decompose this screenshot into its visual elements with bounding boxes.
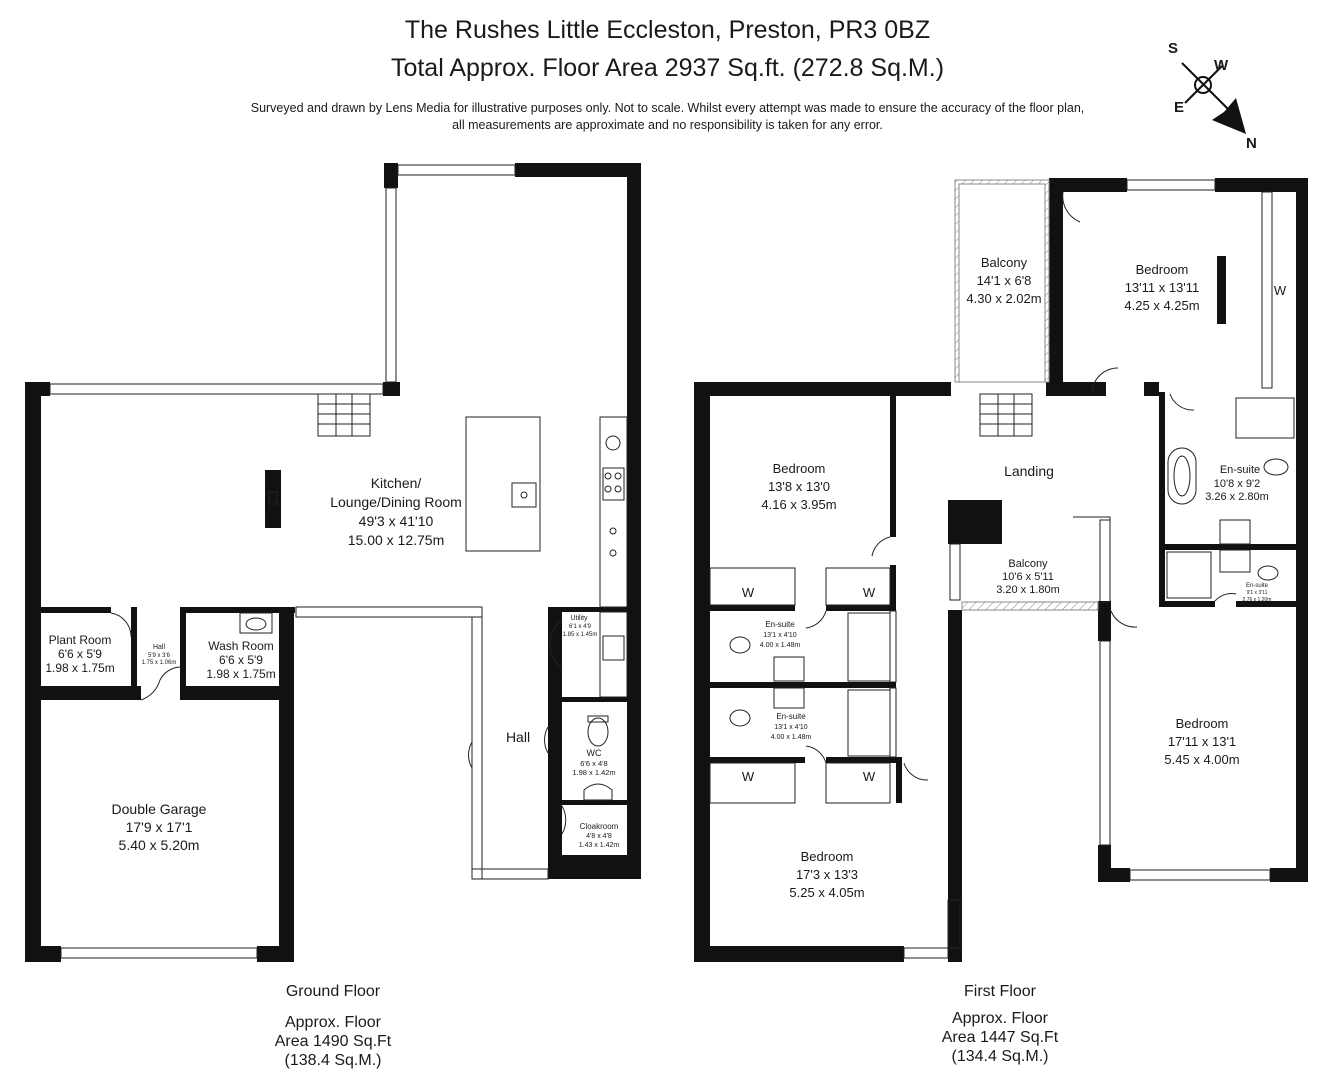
wc-metric: 1.98 x 1.42m [572, 768, 615, 777]
compass-s: S [1168, 40, 1178, 57]
wardrobe-label: W [742, 769, 755, 784]
ensuite-a-metric: 4.00 x 1.48m [760, 642, 801, 649]
hall-small-imperial: 5'9 x 3'6 [148, 653, 171, 659]
first-floor-area-3: (134.4 Sq.M.) [951, 1048, 1049, 1065]
kitchen-name-1: Kitchen/ [371, 475, 422, 491]
wash-room-name: Wash Room [208, 639, 274, 653]
cloakroom-imperial: 4'8 x 4'8 [586, 833, 612, 840]
first-floor-name: First Floor [964, 983, 1036, 1000]
ensuite-b-name: En-suite [776, 712, 806, 721]
utility-name: Utility [570, 615, 588, 622]
balcony-top-name: Balcony [981, 255, 1028, 270]
ground-floor-area-1: Approx. Floor [284, 1014, 382, 1031]
landing-name: Landing [1004, 463, 1054, 479]
bedroom-l-name: Bedroom [773, 461, 826, 476]
ground-floor-caption: Ground Floor Approx. Floor Area 1490 Sq.… [233, 982, 433, 1070]
bedroom-tr-imperial: 13'11 x 13'11 [1125, 280, 1200, 295]
balcony-top-metric: 4.30 x 2.02m [966, 291, 1041, 306]
bedroom-br-name: Bedroom [1176, 716, 1229, 731]
page-title: The Rushes Little Eccleston, Preston, PR… [404, 16, 931, 44]
utility-imperial: 6'1 x 4'9 [569, 624, 592, 630]
bedroom-bl-imperial: 17'3 x 13'3 [796, 867, 858, 882]
balcony-mid-metric: 3.20 x 1.80m [996, 584, 1060, 596]
plant-room-name: Plant Room [49, 633, 112, 647]
bedroom-br-metric: 5.45 x 4.00m [1164, 752, 1239, 767]
ensuite-a-imperial: 13'1 x 4'10 [763, 632, 797, 639]
first-floor-labels: Balcony 14'1 x 6'8 4.30 x 2.02m Bedroom … [742, 255, 1287, 900]
compass-icon: S W E N [1168, 40, 1257, 152]
wc-name: WC [587, 748, 602, 758]
kitchen-metric: 15.00 x 12.75m [348, 532, 445, 548]
wash-room-imperial: 6'6 x 5'9 [219, 653, 263, 667]
ensuite-small-imperial: 9'1 x 3'11 [1247, 590, 1268, 596]
first-floor-area-1: Approx. Floor [951, 1010, 1049, 1027]
first-floor-caption: First Floor Approx. Floor Area 1447 Sq.F… [900, 982, 1100, 1066]
compass-w: W [1214, 57, 1229, 74]
hall-name: Hall [506, 729, 530, 745]
hall-small-metric: 1.75 x 1.06m [142, 660, 177, 666]
bedroom-tr-metric: 4.25 x 4.25m [1124, 298, 1199, 313]
garage-name: Double Garage [112, 801, 207, 817]
ensuite-main-name: En-suite [1220, 464, 1260, 476]
disclaimer-line-2: all measurements are approximate and no … [452, 118, 883, 132]
wardrobe-label: W [1274, 283, 1287, 298]
wash-room-metric: 1.98 x 1.75m [206, 667, 275, 681]
balcony-top-imperial: 14'1 x 6'8 [977, 273, 1032, 288]
garage-metric: 5.40 x 5.20m [119, 837, 200, 853]
ground-floor-labels: Kitchen/ Lounge/Dining Room 49'3 x 41'10… [45, 475, 619, 853]
balcony-mid-name: Balcony [1008, 558, 1048, 570]
ground-floor-area-2: Area 1490 Sq.Ft [274, 1033, 392, 1050]
total-area: Total Approx. Floor Area 2937 Sq.ft. (27… [390, 54, 945, 82]
balcony-mid-imperial: 10'6 x 5'11 [1002, 571, 1054, 583]
bedroom-l-metric: 4.16 x 3.95m [761, 497, 836, 512]
ensuite-b-imperial: 13'1 x 4'10 [774, 724, 808, 731]
wc-imperial: 6'6 x 4'8 [580, 759, 607, 768]
disclaimer-line-1: Surveyed and drawn by Lens Media for ill… [250, 101, 1085, 115]
ensuite-a-name: En-suite [765, 620, 795, 629]
cloakroom-metric: 1.43 x 1.42m [579, 842, 620, 849]
wardrobe-label: W [742, 585, 755, 600]
wardrobe-label: W [863, 585, 876, 600]
kitchen-name-2: Lounge/Dining Room [330, 494, 462, 510]
wardrobe-label: W [863, 769, 876, 784]
compass-e: E [1174, 99, 1184, 116]
hall-small-name: Hall [153, 644, 166, 651]
ensuite-b-metric: 4.00 x 1.48m [771, 734, 812, 741]
compass-n: N [1246, 135, 1257, 152]
bedroom-br-imperial: 17'11 x 13'1 [1168, 734, 1236, 749]
utility-metric: 1.85 x 1.45m [563, 632, 598, 638]
ensuite-small-name: En-suite [1246, 583, 1269, 589]
garage-imperial: 17'9 x 17'1 [126, 819, 193, 835]
cloakroom-name: Cloakroom [580, 822, 619, 831]
bedroom-bl-name: Bedroom [801, 849, 854, 864]
first-floor-area-2: Area 1447 Sq.Ft [941, 1029, 1059, 1046]
ensuite-main-imperial: 10'8 x 9'2 [1214, 478, 1260, 490]
first-floor-plan [694, 178, 1308, 962]
plant-room-metric: 1.98 x 1.75m [45, 661, 114, 675]
bedroom-l-imperial: 13'8 x 13'0 [768, 479, 830, 494]
ground-floor-plan [25, 163, 641, 962]
kitchen-imperial: 49'3 x 41'10 [359, 513, 434, 529]
bedroom-bl-metric: 5.25 x 4.05m [789, 885, 864, 900]
ensuite-main-metric: 3.26 x 2.80m [1205, 491, 1269, 503]
ensuite-small-metric: 2.76 x 1.20m [1243, 597, 1272, 603]
ground-floor-name: Ground Floor [285, 983, 381, 1000]
ground-floor-area-3: (138.4 Sq.M.) [284, 1052, 382, 1069]
plant-room-imperial: 6'6 x 5'9 [58, 647, 102, 661]
bedroom-tr-name: Bedroom [1136, 262, 1189, 277]
